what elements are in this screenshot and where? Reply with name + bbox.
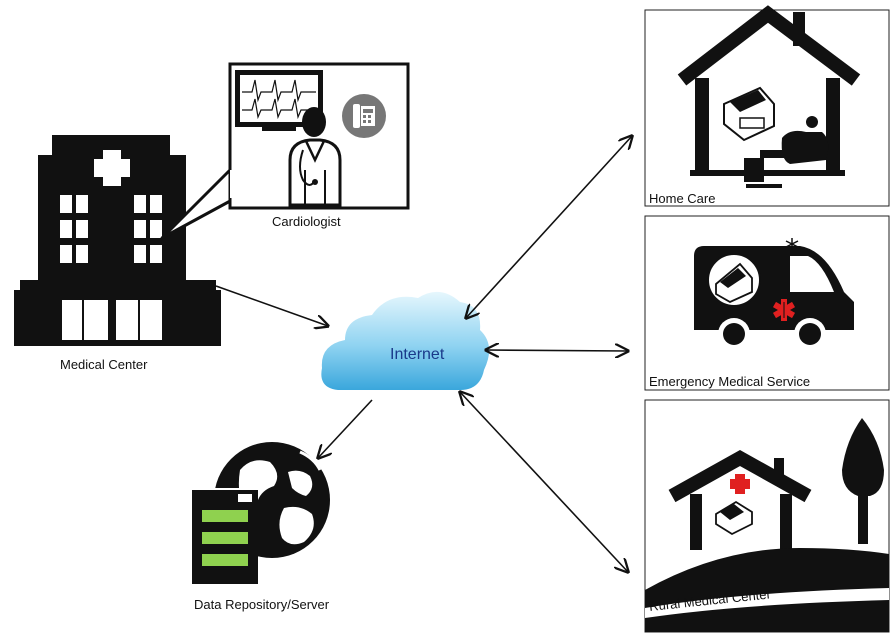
data-repository-label: Data Repository/Server [194, 597, 330, 612]
internet-label: Internet [390, 346, 445, 363]
rural-medical-center-panel [644, 399, 890, 633]
arrow-medical-center-to-internet [215, 285, 328, 326]
doctor-icon [288, 107, 342, 207]
medical-center-label: Medical Center [60, 357, 148, 372]
home-care-panel [644, 5, 890, 207]
arrow-internet-home-care [466, 136, 632, 318]
arrow-internet-rural [460, 392, 628, 572]
connection-arrows [215, 136, 632, 572]
phone-icon [342, 94, 386, 138]
hospital-building-icon [14, 135, 221, 346]
internet-cloud-icon [321, 291, 490, 390]
cardiologist-label: Cardiologist [272, 214, 341, 229]
home-care-label: Home Care [649, 191, 716, 206]
ems-label: Emergency Medical Service [649, 374, 811, 389]
server-icon [188, 488, 258, 584]
ems-panel [644, 215, 890, 391]
arrow-internet-to-server [318, 399, 373, 458]
arrow-internet-ems [486, 350, 628, 351]
